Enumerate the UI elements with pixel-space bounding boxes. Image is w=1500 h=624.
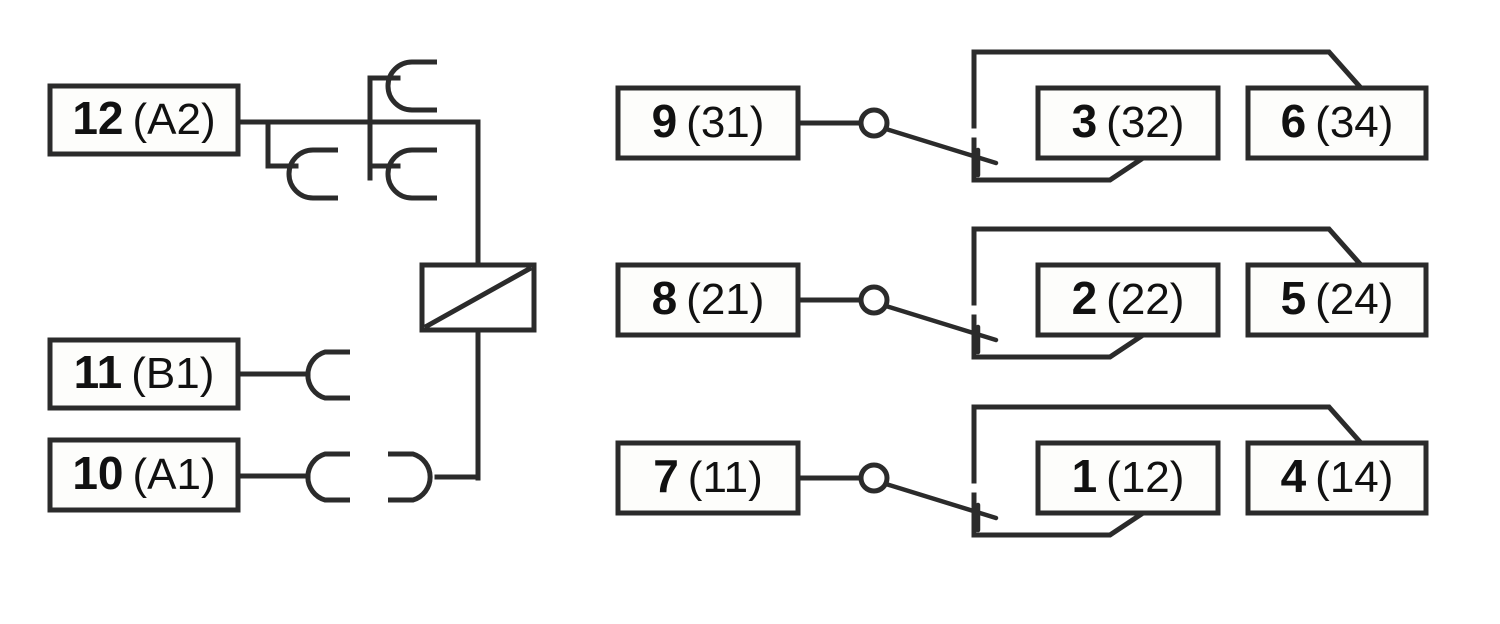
- contact-pivot-9: [858, 107, 890, 139]
- contact-row-2: 8(21) 2(22) 5(24): [615, 226, 1429, 360]
- terminal-box-2-rect: [1035, 262, 1221, 338]
- terminal-box-2-label: 2(22): [1072, 272, 1185, 324]
- wire-12-branch-left-fork: [265, 119, 299, 169]
- terminal-box-3-label: 3(32): [1072, 95, 1185, 147]
- terminal-box-5-rect: [1245, 262, 1429, 338]
- fork-connector-middle-right: [385, 147, 437, 201]
- contact-row-1: 7(11) 1(12) 4(14): [615, 404, 1429, 538]
- terminal-box-4[interactable]: 4(14): [1245, 440, 1429, 516]
- bracket-no-24: [971, 226, 1365, 306]
- terminal-box-1-rect: [1035, 440, 1221, 516]
- terminal-box-12-rect: [47, 83, 241, 157]
- terminal-box-4-rect: [1245, 440, 1429, 516]
- bracket-nc-22: [971, 314, 1150, 360]
- contact-pivot-8: [858, 284, 890, 316]
- terminal-box-6-label: 6(34): [1281, 95, 1394, 147]
- terminal-box-6[interactable]: 6(34): [1245, 85, 1429, 161]
- terminal-box-11-label: 11(B1): [74, 346, 215, 398]
- contact-row-3: 9(31) 3(32) 6(34: [615, 49, 1429, 183]
- fork-connector-middle-left: [286, 147, 338, 201]
- terminal-box-9-rect: [615, 85, 801, 161]
- relay-coil-symbol: [419, 262, 537, 333]
- terminal-box-6-rect: [1245, 85, 1429, 161]
- fork-connector-a1-right-shape: [388, 451, 433, 503]
- fork-connector-b1: [305, 349, 350, 401]
- bracket-no-34: [971, 49, 1365, 129]
- terminal-box-8-rect: [615, 262, 801, 338]
- terminal-box-1[interactable]: 1(12): [1035, 440, 1221, 516]
- terminal-box-8[interactable]: 8(21): [615, 262, 801, 338]
- terminal-box-2[interactable]: 2(22): [1035, 262, 1221, 338]
- terminal-box-12[interactable]: 12(A2): [47, 83, 241, 157]
- terminal-box-9[interactable]: 9(31): [615, 85, 801, 161]
- terminal-box-8-label: 8(21): [652, 272, 765, 324]
- fork-connector-middle-right-shape: [385, 147, 437, 201]
- terminal-box-10-rect: [47, 437, 241, 513]
- fork-connector-top: [385, 59, 437, 113]
- terminal-box-7-rect: [615, 440, 801, 516]
- fork-connector-top-shape: [385, 59, 437, 113]
- terminal-box-11[interactable]: 11(B1): [47, 337, 241, 411]
- terminal-box-3[interactable]: 3(32): [1035, 85, 1221, 161]
- terminal-box-9-label: 9(31): [652, 95, 765, 147]
- terminal-box-1-label: 1(12): [1072, 450, 1185, 502]
- bracket-no-14: [971, 404, 1365, 484]
- terminal-box-5-label: 5(24): [1281, 272, 1394, 324]
- terminal-box-10[interactable]: 10(A1): [47, 437, 241, 513]
- terminal-box-10-label: 10(A1): [72, 447, 215, 499]
- relay-coil-diagonal: [423, 265, 533, 330]
- fork-connector-a1-left: [305, 451, 350, 503]
- bracket-nc-32: [971, 137, 1150, 183]
- terminal-box-7-label: 7(11): [653, 450, 763, 502]
- fork-connector-b1-shape: [305, 349, 350, 401]
- fork-connector-a1-left-shape: [305, 451, 350, 503]
- bracket-nc-12: [971, 492, 1150, 538]
- terminal-box-5[interactable]: 5(24): [1245, 262, 1429, 338]
- terminal-box-4-label: 4(14): [1281, 450, 1394, 502]
- terminal-box-7[interactable]: 7(11): [615, 440, 801, 516]
- coil-section: 12(A2): [47, 59, 537, 513]
- terminal-box-3-rect: [1035, 85, 1221, 161]
- terminal-box-12-label: 12(A2): [72, 92, 215, 144]
- fork-connector-a1-right: [388, 451, 433, 503]
- fork-connector-middle-left-shape: [286, 147, 338, 201]
- contact-pivot-7: [858, 462, 890, 494]
